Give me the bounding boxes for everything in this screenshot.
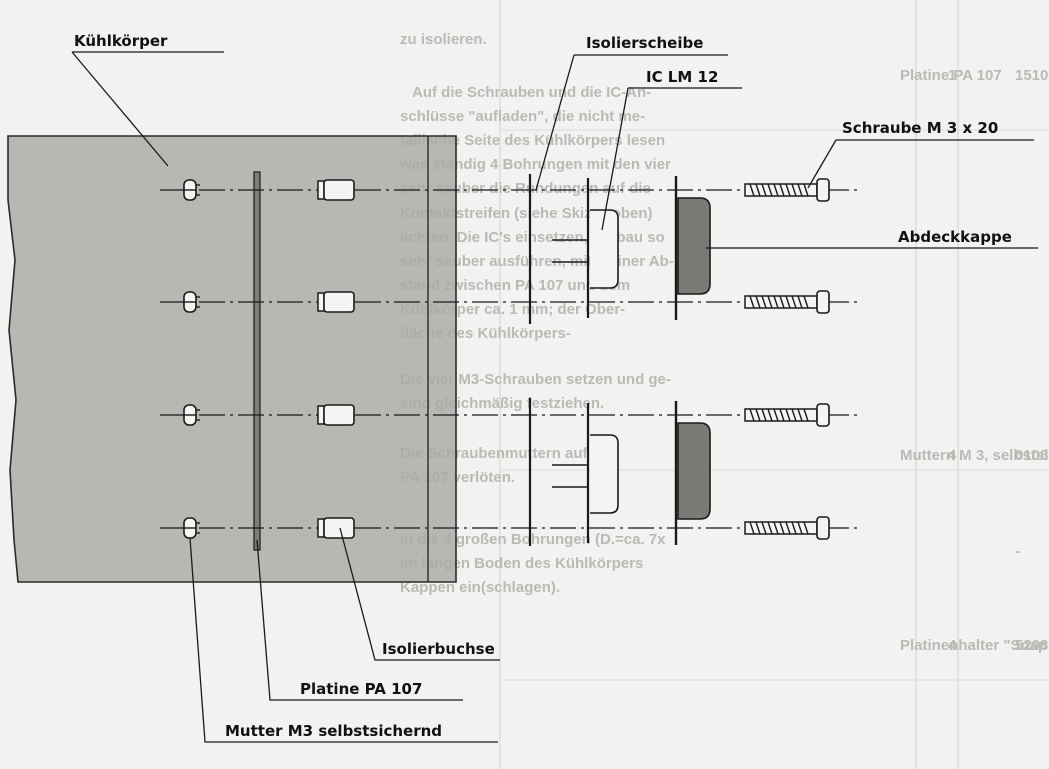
ic-lm12 xyxy=(552,178,619,318)
leader-lines xyxy=(71,51,1038,743)
bg-line: zu isolieren. xyxy=(400,31,487,48)
screw xyxy=(744,516,830,540)
bg-line: stand zwischen PA 107 und dem xyxy=(400,277,630,294)
bushing-group xyxy=(317,179,355,539)
insulating-bushing xyxy=(317,179,355,201)
screw-group xyxy=(744,178,830,540)
bg-table-desc: Platinenhalter "Snap In" xyxy=(900,637,1049,654)
nut xyxy=(183,404,200,426)
pcb-board xyxy=(253,171,261,551)
leader-nut xyxy=(189,537,498,743)
cover-cap xyxy=(674,176,711,320)
nut xyxy=(183,179,200,201)
bg-line: Auf die Schrauben und die IC-An- xyxy=(412,84,651,101)
leader-ic xyxy=(601,87,742,231)
bg-table-code: 5208 xyxy=(1015,637,1048,654)
cover-cap xyxy=(674,401,711,545)
bg-line: Kappen ein(schlagen). xyxy=(400,579,560,596)
leader-insulating-washer xyxy=(535,54,728,191)
bg-line: Die vier M3-Schrauben setzen und ge- xyxy=(400,371,671,388)
bg-table-code: 1510 xyxy=(1015,67,1048,84)
bg-table-dash: - xyxy=(1015,543,1020,560)
ic-lm12 xyxy=(552,403,619,543)
insulating-bushing xyxy=(317,517,355,539)
labels: Kühlkörper Isolierscheibe IC LM 12 Schra… xyxy=(74,32,1012,740)
leader-heatsink xyxy=(71,51,224,167)
bg-table-desc: Muttern M 3, selbstsichernd xyxy=(900,447,1049,464)
background-page: zu isolieren. Auf die Schrauben und die … xyxy=(399,0,1049,769)
label-insulating-bushing: Isolierbuchse xyxy=(382,640,495,658)
leader-pcb xyxy=(256,539,463,701)
bg-line: Kontaktstreifen (siehe Skizze oben) xyxy=(400,205,653,222)
label-cover-cap: Abdeckkappe xyxy=(898,228,1012,246)
insulating-bushing xyxy=(317,291,355,313)
bg-line: was ständig 4 Bohrungen mit den vier xyxy=(399,156,671,173)
bg-table-desc: Platine PA 107 xyxy=(900,67,1002,84)
label-ic: IC LM 12 xyxy=(646,68,718,86)
insulating-bushing xyxy=(317,404,355,426)
label-screw: Schraube M 3 x 20 xyxy=(842,119,998,137)
bg-table-qty: 4 xyxy=(948,637,957,654)
bg-table-qty: 4 xyxy=(948,447,957,464)
nut-group xyxy=(183,179,200,539)
heatsink xyxy=(7,135,457,583)
screw xyxy=(744,403,830,427)
bg-line: tallische Seite des Kühlkörpers lesen xyxy=(400,132,665,149)
bg-table-code: 0108 xyxy=(1015,447,1048,464)
nut xyxy=(183,291,200,313)
label-insulating-washer: Isolierscheibe xyxy=(586,34,703,52)
label-pcb: Platine PA 107 xyxy=(300,680,422,698)
screw xyxy=(744,290,830,314)
leader-screw xyxy=(807,139,1034,189)
bg-line: schlüsse "aufladen", die nicht me- xyxy=(400,108,645,125)
bg-table-qty: 1 xyxy=(948,67,956,84)
ic-group xyxy=(552,178,619,543)
cap-group xyxy=(674,176,711,545)
screw xyxy=(744,178,830,202)
leader-insulating-bushing xyxy=(339,527,500,661)
label-nut: Mutter M3 selbstsichernd xyxy=(225,722,442,740)
bg-line: In die 4 großen Bohrungen (D.=ca. 7x xyxy=(400,531,666,548)
nut xyxy=(183,517,200,539)
bg-line: im langen Boden des Kühlkörpers xyxy=(400,555,643,572)
label-heatsink: Kühlkörper xyxy=(74,32,168,50)
